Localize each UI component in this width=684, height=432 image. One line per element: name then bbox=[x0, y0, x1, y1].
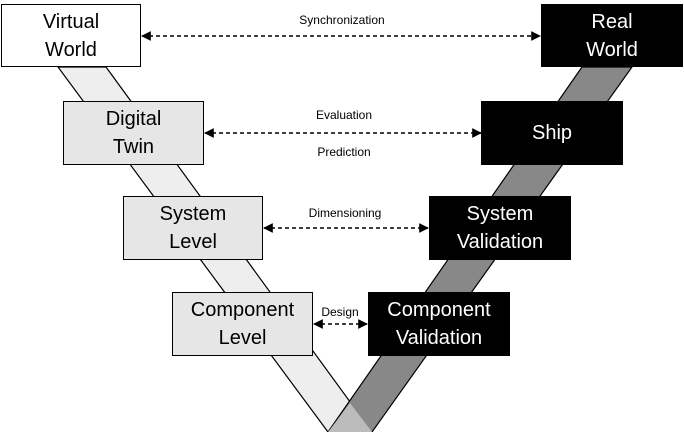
component-level-label: Component Level bbox=[190, 299, 295, 349]
virtual-world-label: Virtual World bbox=[42, 10, 100, 61]
system-level-box: System Level bbox=[123, 196, 263, 260]
system-level-label: System Level bbox=[159, 203, 227, 253]
synchronization-label: Synchronization bbox=[299, 13, 385, 27]
prediction-label: Prediction bbox=[317, 145, 371, 159]
ship-label: Ship bbox=[531, 122, 573, 144]
virtual-world-box: Virtual World bbox=[1, 4, 141, 67]
v-bottom-overlap bbox=[328, 403, 372, 432]
digital-twin-box: Digital Twin bbox=[63, 101, 204, 165]
dimensioning-label: Dimensioning bbox=[308, 206, 382, 220]
component-level-box: Component Level bbox=[172, 292, 313, 356]
system-validation-label: System Validation bbox=[456, 203, 544, 253]
ship-box: Ship bbox=[481, 101, 623, 165]
real-world-label: Real World bbox=[586, 10, 638, 61]
evaluation-label: Evaluation bbox=[315, 108, 373, 122]
real-world-box: Real World bbox=[541, 4, 683, 67]
component-validation-label: Component Validation bbox=[387, 299, 491, 349]
system-validation-box: System Validation bbox=[429, 196, 571, 260]
design-label: Design bbox=[321, 305, 359, 319]
component-validation-box: Component Validation bbox=[368, 292, 510, 356]
digital-twin-label: Digital Twin bbox=[105, 108, 162, 158]
